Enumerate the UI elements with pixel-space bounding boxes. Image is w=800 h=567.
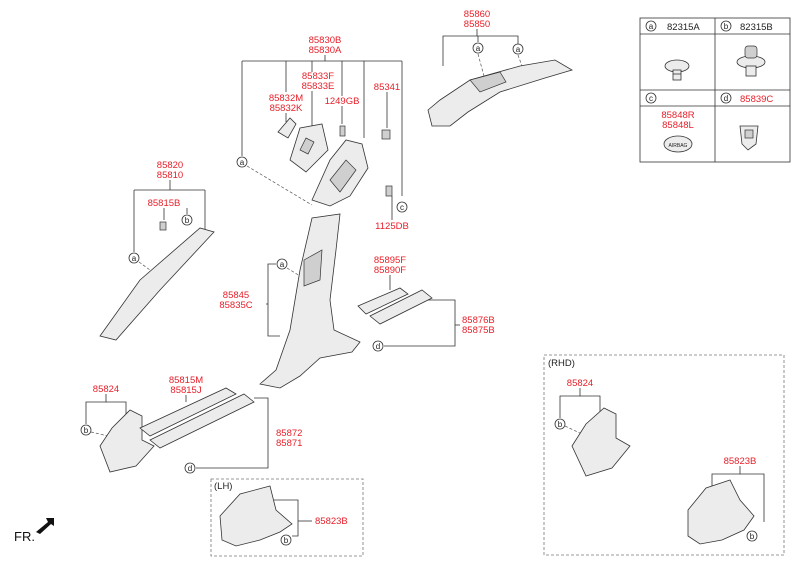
part-85860: 85860 bbox=[464, 9, 490, 20]
clip-c-icon: AIRBAG bbox=[663, 135, 693, 153]
a-pillar-trim-part bbox=[99, 227, 215, 341]
part-1125DB: 1125DB bbox=[375, 221, 409, 232]
part-85830A: 85830A bbox=[309, 45, 342, 56]
part-85832K: 85832K bbox=[270, 103, 303, 114]
part-85895F: 85895F bbox=[374, 255, 406, 266]
legend-letter-d: d bbox=[724, 94, 728, 103]
legend-part-82315A: 82315A bbox=[667, 22, 700, 33]
part-85824-rhd: 85824 bbox=[567, 378, 593, 389]
part-85815J: 85815J bbox=[170, 385, 201, 396]
group-85820: 85820 85810 85815B b a bbox=[99, 160, 215, 341]
legend-letter-a: a bbox=[649, 22, 654, 31]
part-85810: 85810 bbox=[157, 170, 183, 181]
svg-text:a: a bbox=[240, 158, 245, 167]
part-85875B: 85875B bbox=[462, 325, 495, 336]
svg-text:a: a bbox=[132, 254, 137, 263]
svg-text:b: b bbox=[284, 536, 289, 545]
svg-text:a: a bbox=[280, 260, 285, 269]
group-85895: 85895F 85890F 85876B 85875B d bbox=[357, 255, 495, 352]
part-1249GB: 1249GB bbox=[325, 96, 360, 107]
svg-text:b: b bbox=[185, 216, 190, 225]
clip-a-icon bbox=[664, 59, 690, 81]
group-85860: 85860 85850 a a bbox=[427, 9, 573, 127]
clip-d-icon bbox=[739, 125, 759, 151]
group-85824-left: 85824 b bbox=[80, 384, 155, 473]
part-85833F: 85833F bbox=[302, 71, 334, 82]
kick-trim-rhd-part bbox=[571, 407, 631, 477]
legend-part-82315B: 82315B bbox=[740, 22, 773, 33]
legend-part-85848L: 85848L bbox=[662, 120, 694, 131]
svg-text:a: a bbox=[476, 44, 481, 53]
rhd-label: (RHD) bbox=[548, 358, 575, 369]
b-pillar-trim-part bbox=[259, 213, 361, 389]
kick-panel-lh-part bbox=[219, 485, 293, 547]
front-indicator: FR. bbox=[14, 518, 54, 544]
part-85845: 85845 bbox=[223, 290, 249, 301]
part-85823B-rhd: 85823B bbox=[724, 456, 757, 467]
group-85830: 85830B 85830A a c 85833F 85833E 85832M 8… bbox=[236, 35, 409, 232]
svg-text:b: b bbox=[558, 420, 563, 429]
svg-text:b: b bbox=[84, 426, 89, 435]
lh-box: (LH) 85823B b bbox=[210, 478, 364, 557]
legend-part-85848R: 85848R bbox=[661, 110, 694, 121]
part-85871: 85871 bbox=[276, 438, 302, 449]
part-85876B: 85876B bbox=[462, 315, 495, 326]
svg-text:b: b bbox=[750, 532, 755, 541]
part-85823B-lh: 85823B bbox=[315, 516, 348, 527]
part-85890F: 85890F bbox=[374, 265, 406, 276]
part-85820: 85820 bbox=[157, 160, 183, 171]
kick-panel-rhd-part bbox=[687, 479, 755, 545]
part-85850: 85850 bbox=[464, 19, 490, 30]
lh-label: (LH) bbox=[214, 481, 232, 492]
svg-text:d: d bbox=[188, 464, 192, 473]
clip-c-text: AIRBAG bbox=[669, 143, 688, 149]
front-label: FR. bbox=[14, 529, 35, 544]
part-85815M: 85815M bbox=[169, 375, 203, 386]
group-85815M: 85815M 85815J 85872 85871 d bbox=[139, 375, 302, 474]
svg-text:a: a bbox=[516, 45, 521, 54]
part-85341: 85341 bbox=[374, 82, 400, 93]
clip-b-icon bbox=[736, 45, 766, 77]
part-85815B: 85815B bbox=[148, 198, 181, 209]
svg-text:d: d bbox=[376, 342, 380, 351]
part-85830B: 85830B bbox=[309, 35, 342, 46]
arrow-up-right-icon bbox=[36, 518, 54, 534]
rear-pillar-trim-part bbox=[427, 59, 573, 127]
part-85872: 85872 bbox=[276, 428, 302, 439]
rhd-box: (RHD) 85824 b 85823B b bbox=[543, 354, 785, 556]
legend-table: a 82315A b 82315B c d 85839C 85848R 8584… bbox=[639, 17, 791, 163]
part-85832M: 85832M bbox=[269, 93, 303, 104]
group-85845: 85845 85835C a bbox=[219, 213, 361, 389]
legend-part-85839C: 85839C bbox=[740, 94, 773, 105]
part-85824: 85824 bbox=[93, 384, 119, 395]
legend-letter-c: c bbox=[649, 94, 653, 103]
part-85835C: 85835C bbox=[219, 300, 252, 311]
legend-letter-b: b bbox=[724, 22, 729, 31]
svg-text:c: c bbox=[400, 203, 404, 212]
part-85833E: 85833E bbox=[302, 81, 335, 92]
kick-trim-left-part bbox=[99, 409, 155, 473]
